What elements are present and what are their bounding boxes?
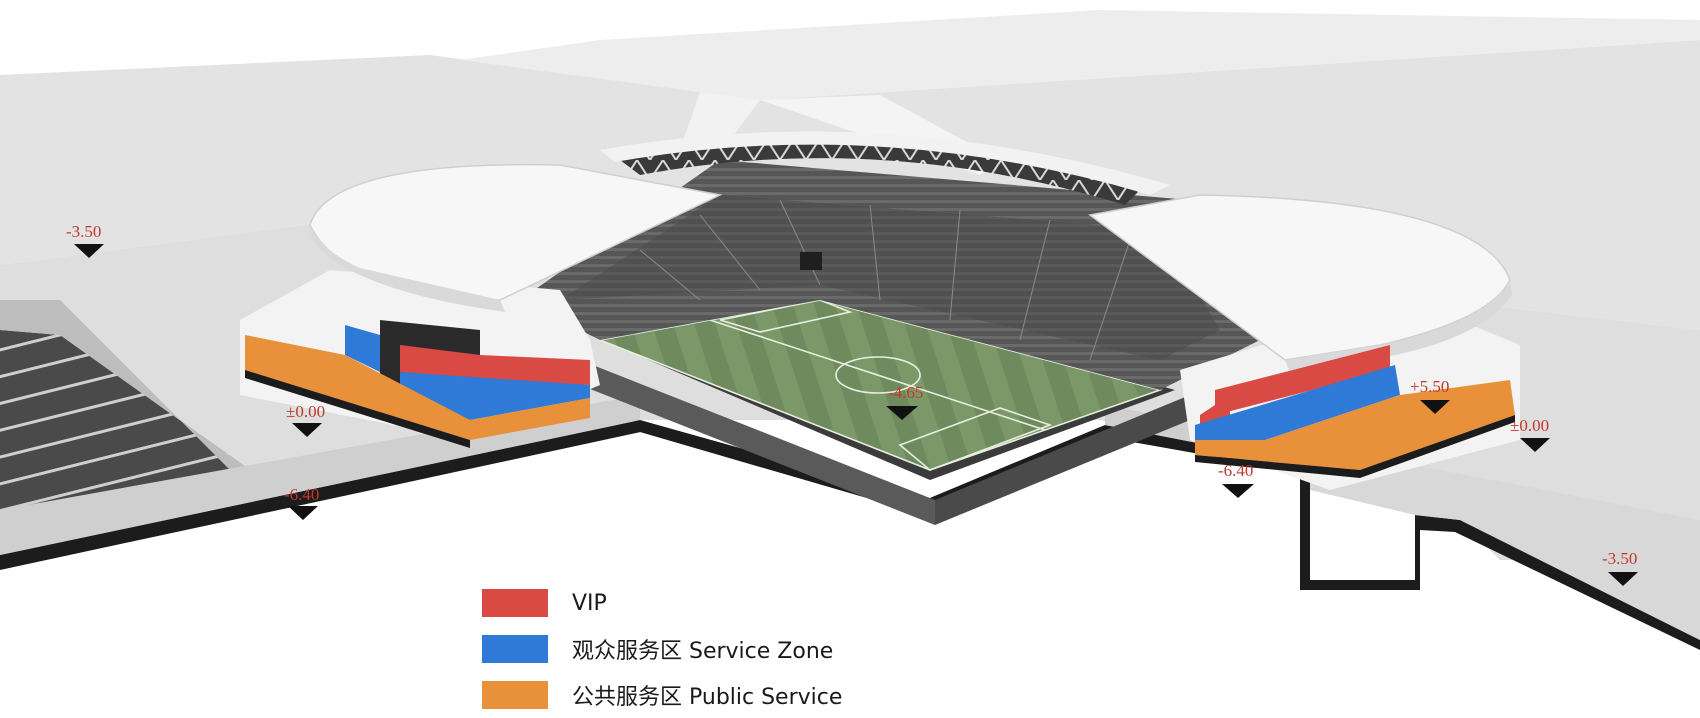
elevation-label: -3.50: [1602, 549, 1637, 568]
elevation-marker-top-left: -3.50: [66, 222, 104, 258]
parking-lot: [0, 300, 250, 545]
legend-item-vip: VIP: [482, 580, 842, 626]
elevation-marker-bottom-right: -3.50: [1602, 549, 1638, 586]
elevation-marker-right-ground: ±0.00: [1510, 416, 1550, 452]
roof-truss: [600, 131, 1170, 205]
elevation-marker-left-basement: -6.40: [284, 485, 319, 520]
legend-item-service-zone: 观众服务区 Service Zone: [482, 626, 842, 672]
legend-label: VIP: [572, 590, 607, 616]
legend-label: 公共服务区 Public Service: [572, 685, 843, 710]
right-stand: [1088, 194, 1520, 490]
elevation-label: -6.40: [284, 485, 319, 504]
elevation-label: ±0.00: [286, 402, 325, 421]
elevation-label: +5.50: [1410, 377, 1449, 396]
elevation-label: -6.40: [1218, 461, 1253, 480]
elevation-marker-left-ground: ±0.00: [286, 402, 325, 437]
elevation-label: ±0.00: [1510, 416, 1549, 435]
elevation-marker-right-upper: +5.50: [1410, 377, 1450, 414]
legend-swatch: [482, 589, 548, 617]
seating-bowl: [520, 160, 1280, 390]
legend-label: 观众服务区 Service Zone: [572, 639, 834, 664]
elevation-label: -4.65: [888, 383, 923, 402]
elevation-markers: -3.50 ±0.00 -6.40 -4.65 +5.50 ±0.00 -6.4…: [66, 222, 1638, 586]
elevation-label: -3.50: [66, 222, 101, 241]
left-stand: [240, 163, 723, 448]
legend-item-public-service: 公共服务区 Public Service: [482, 672, 842, 718]
elevation-marker-pitch: -4.65: [886, 383, 923, 420]
legend-swatch: [482, 681, 548, 709]
elevation-marker-right-basement: -6.40: [1218, 461, 1254, 498]
legend: VIP 观众服务区 Service Zone 公共服务区 Public Serv…: [482, 580, 842, 718]
pitch-bowl: [580, 285, 1190, 525]
legend-swatch: [482, 635, 548, 663]
